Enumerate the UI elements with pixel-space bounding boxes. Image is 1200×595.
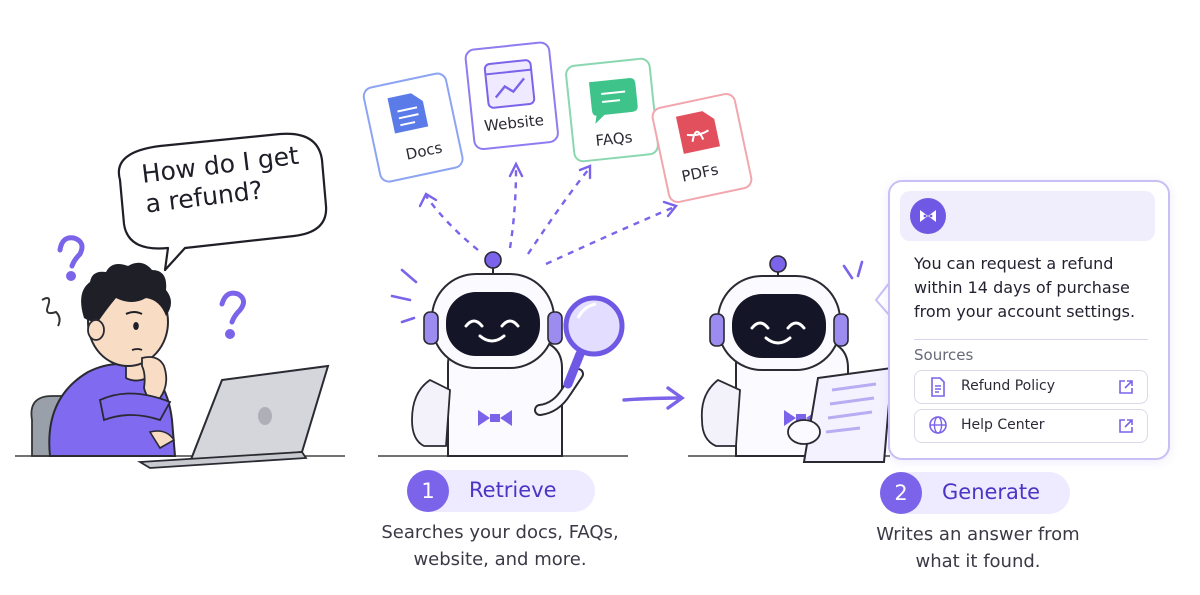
step-number-2: 2 <box>880 472 922 514</box>
external-link-icon[interactable] <box>1117 378 1135 396</box>
answer-card-header <box>900 191 1155 241</box>
laptop <box>137 364 330 469</box>
external-link-icon[interactable] <box>1117 417 1135 435</box>
robot-retrieve <box>390 251 625 457</box>
document-icon <box>931 377 945 397</box>
sources-label: Sources <box>914 346 974 364</box>
globe-icon <box>929 416 947 434</box>
source-link-label: Refund Policy <box>961 378 1055 394</box>
retrieval-arrows <box>425 169 673 266</box>
step-description-generate: Writes an answer from what it found. <box>876 524 1080 572</box>
step-title-generate: Generate <box>942 480 1041 504</box>
bot-logo-icon <box>910 198 946 234</box>
source-card-docs <box>362 72 464 183</box>
source-link-label: Help Center <box>961 417 1045 433</box>
step-generate-pill: 2 Generate <box>880 472 1070 514</box>
source-card-website <box>464 41 559 151</box>
step-title-retrieve: Retrieve <box>469 478 557 502</box>
answer-card: You can request a refund within 14 days … <box>888 180 1170 460</box>
stress-squiggle <box>41 297 61 327</box>
question-mark-icon <box>57 235 246 339</box>
source-card-pdfs <box>651 92 753 204</box>
source-card-faqs <box>565 57 659 163</box>
card-pointer <box>874 281 891 317</box>
step-retrieve-pill: 1 Retrieve <box>407 470 595 512</box>
source-link-help-center[interactable]: Help Center <box>914 409 1148 443</box>
source-link-refund-policy[interactable]: Refund Policy <box>914 370 1148 404</box>
arrow-right-icon <box>622 386 685 410</box>
divider <box>914 339 1148 340</box>
person <box>30 262 177 457</box>
step-number-1: 1 <box>407 470 449 512</box>
step-description-retrieve: Searches your docs, FAQs, website, and m… <box>381 522 619 570</box>
robot-generate <box>700 255 894 463</box>
speech-bubble <box>117 132 328 272</box>
arrowhead-icon <box>418 161 679 218</box>
answer-text: You can request a refund within 14 days … <box>914 254 1136 321</box>
